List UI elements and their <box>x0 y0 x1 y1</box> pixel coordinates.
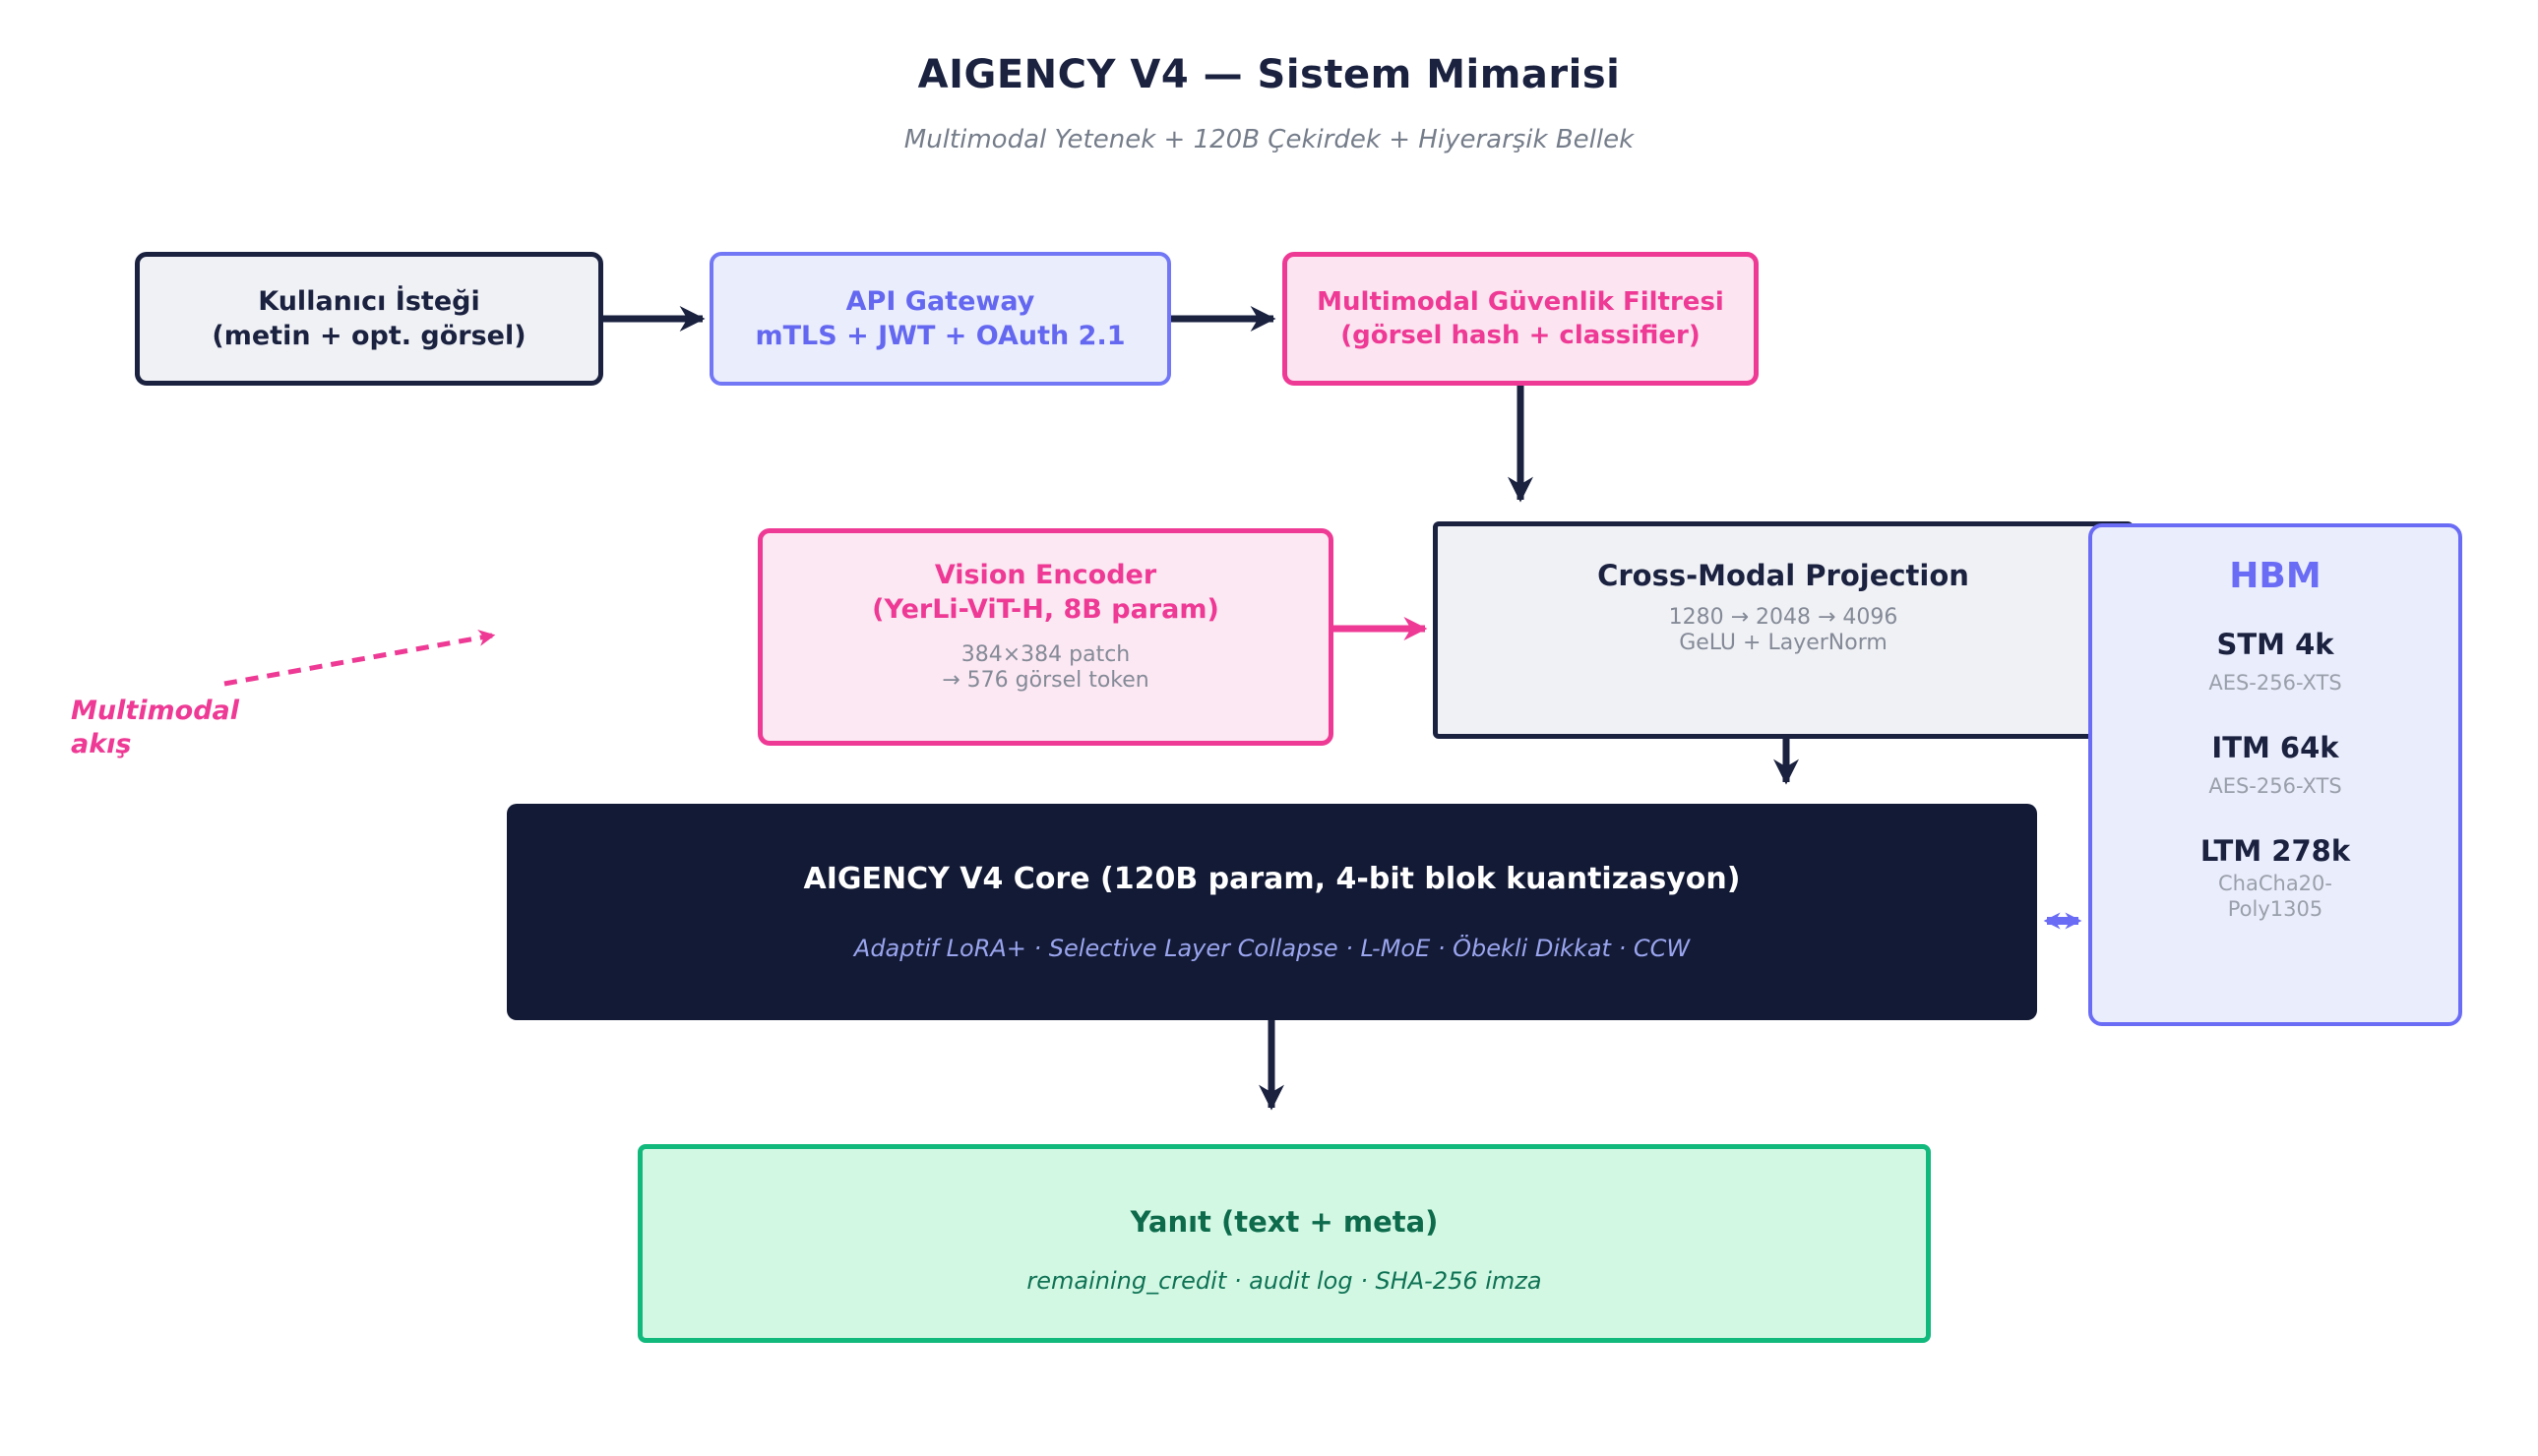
vision-encoder-line1: Vision Encoder <box>934 559 1157 590</box>
security-filter-line1: Multimodal Güvenlik Filtresi <box>1317 287 1724 317</box>
hbm-ltm-label: LTM 278k <box>2199 834 2351 868</box>
multimodal-flow-label: Multimodal akış <box>71 696 239 759</box>
arrow-multimodal-flow-dashed <box>223 630 496 687</box>
response-box: Yanıt (text + meta) remaining_credit · a… <box>638 1144 1931 1343</box>
page-title: AIGENCY V4 — Sistem Mimarisi <box>917 52 1621 97</box>
cross-modal-detail2: GeLU + LayerNorm <box>1679 630 1888 655</box>
hbm-itm-cipher: AES-256-XTS <box>2208 774 2342 798</box>
vision-encoder-detail2: → 576 görsel token <box>942 667 1149 693</box>
core-model-box: AIGENCY V4 Core (120B param, 4-bit blok … <box>507 804 2037 1020</box>
response-title: Yanıt (text + meta) <box>1130 1205 1439 1239</box>
hbm-itm-label: ITM 64k <box>2211 731 2339 764</box>
hbm-stm-cipher: AES-256-XTS <box>2208 671 2342 695</box>
vision-encoder-title: Vision Encoder (YerLi-ViT-H, 8B param) <box>872 558 1219 627</box>
hbm-memory-box: HBM STM 4k AES-256-XTS ITM 64k AES-256-X… <box>2088 523 2462 1026</box>
hbm-title: HBM <box>2229 556 2321 596</box>
vision-encoder-box: Vision Encoder (YerLi-ViT-H, 8B param) 3… <box>758 528 1333 746</box>
vision-encoder-detail1: 384×384 patch <box>960 641 1131 667</box>
user-request-line1: Kullanıcı İsteği <box>258 286 480 317</box>
response-subtitle: remaining_credit · audit log · SHA-256 i… <box>1026 1267 1542 1295</box>
security-filter-box: Multimodal Güvenlik Filtresi (görsel has… <box>1282 252 1759 386</box>
core-title: AIGENCY V4 Core (120B param, 4-bit blok … <box>803 862 1741 896</box>
user-request-line2: (metin + opt. görsel) <box>212 321 526 351</box>
api-gateway-line2: mTLS + JWT + OAuth 2.1 <box>755 321 1126 351</box>
page-subtitle: Multimodal Yetenek + 120B Çekirdek + Hiy… <box>903 125 1635 154</box>
cross-modal-projection-box: Cross-Modal Projection 1280 → 2048 → 409… <box>1433 521 2134 739</box>
cross-modal-details: 1280 → 2048 → 4096 GeLU + LayerNorm <box>1669 605 1898 656</box>
user-request-box: Kullanıcı İsteği (metin + opt. görsel) <box>135 252 603 386</box>
vision-encoder-details: 384×384 patch → 576 görsel token <box>942 642 1149 694</box>
cross-modal-title: Cross-Modal Projection <box>1597 558 1969 592</box>
cross-modal-detail1: 1280 → 2048 → 4096 <box>1668 604 1898 630</box>
hbm-stm-label: STM 4k <box>2216 628 2334 661</box>
hbm-ltm-cipher: ChaCha20- Poly1305 <box>2218 872 2332 921</box>
api-gateway-box: API Gateway mTLS + JWT + OAuth 2.1 <box>710 252 1171 386</box>
security-filter-line2: (görsel hash + classifier) <box>1340 321 1701 350</box>
core-subtitle: Adaptif LoRA+ · Selective Layer Collapse… <box>853 935 1691 962</box>
api-gateway-line1: API Gateway <box>845 286 1035 317</box>
vision-encoder-line2: (YerLi-ViT-H, 8B param) <box>872 593 1219 625</box>
